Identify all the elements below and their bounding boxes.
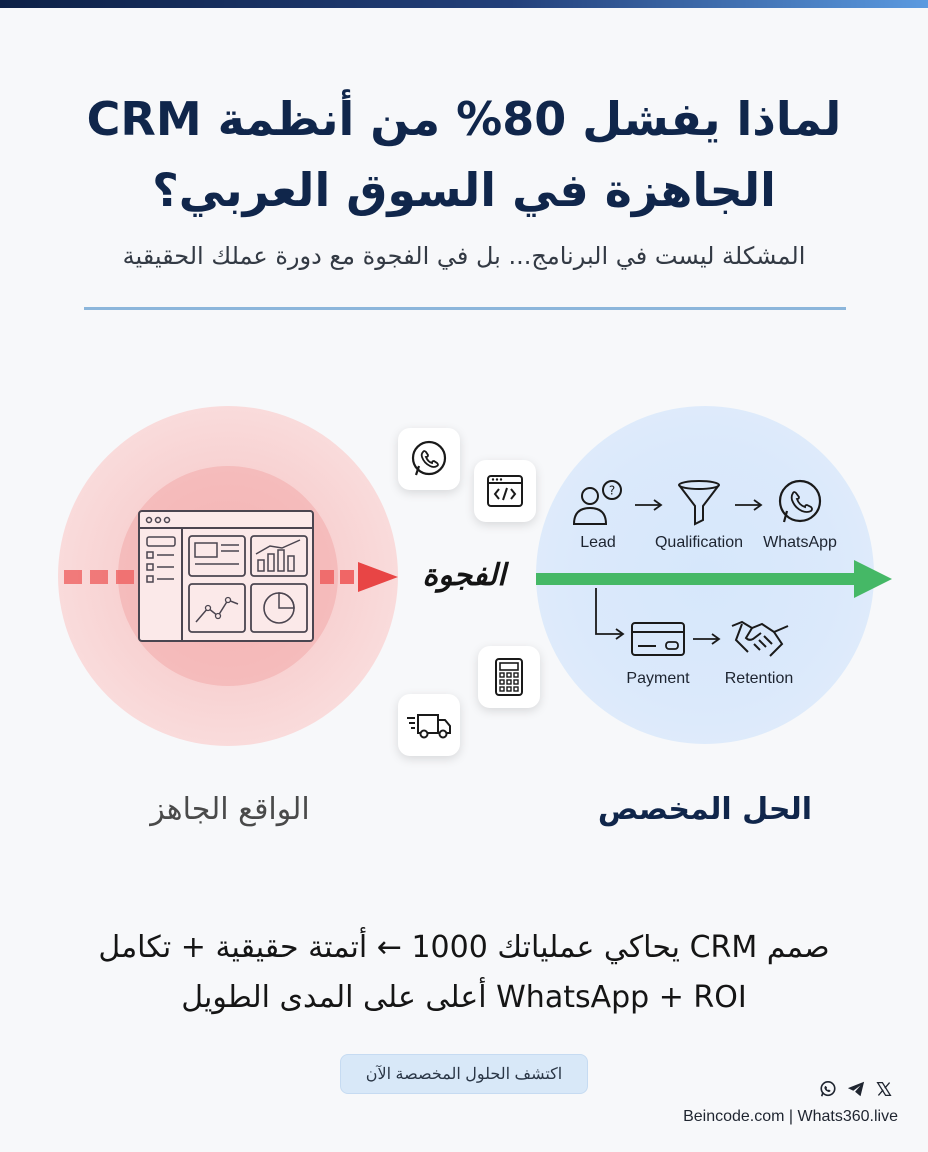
page-subtitle: المشكلة ليست في البرنامج... بل في الفجوة… bbox=[122, 242, 806, 270]
dashboard-icon bbox=[138, 510, 314, 642]
ready-made-caption: الواقع الجاهز bbox=[150, 792, 310, 827]
flow-label-payment: Payment bbox=[626, 670, 690, 687]
flow-arrow-icon bbox=[735, 499, 763, 511]
broken-input-line bbox=[64, 568, 134, 586]
whatsapp-icon bbox=[398, 428, 460, 490]
whatsapp-flow-icon bbox=[778, 479, 822, 523]
delivery-truck-icon bbox=[398, 694, 460, 756]
discover-solutions-button[interactable]: اكتشف الحلول المخصصة الآن bbox=[340, 1054, 588, 1094]
handshake-icon bbox=[731, 620, 789, 657]
social-icons bbox=[818, 1078, 898, 1100]
flow-label-lead: Lead bbox=[580, 534, 616, 551]
credit-card-icon bbox=[631, 622, 685, 656]
page-title-line-2: الجاهزة في السوق العربي؟ bbox=[152, 163, 776, 217]
custom-solution-caption: الحل المخصص bbox=[597, 792, 813, 827]
flow-label-qualification: Qualification bbox=[654, 534, 744, 551]
header-divider bbox=[84, 307, 846, 310]
x-icon[interactable] bbox=[874, 1079, 894, 1099]
green-arrow-icon bbox=[536, 560, 892, 598]
page-title-line-1: لماذا يفشل 80% من أنظمة CRM bbox=[86, 92, 842, 146]
top-accent-bar bbox=[0, 0, 928, 8]
svg-text:?: ? bbox=[609, 484, 615, 498]
code-window-icon bbox=[474, 460, 536, 522]
telegram-icon[interactable] bbox=[846, 1079, 866, 1099]
flow-label-retention: Retention bbox=[724, 670, 794, 687]
calculator-icon bbox=[478, 646, 540, 708]
footer-links[interactable]: Beincode.com | Whats360.live bbox=[683, 1108, 898, 1125]
whatsapp-icon[interactable] bbox=[818, 1079, 838, 1099]
body-line-1: صمم CRM يحاكي عملياتك 1000 ← أتمتة حقيقي… bbox=[98, 930, 830, 965]
red-arrow-icon bbox=[320, 562, 398, 592]
branch-arrow-icon bbox=[595, 588, 625, 640]
flow-arrow-icon bbox=[635, 499, 663, 511]
funnel-icon bbox=[678, 480, 720, 526]
flow-arrow-icon bbox=[693, 633, 721, 645]
body-line-2: WhatsApp + ROI أعلى على المدى الطويل bbox=[181, 980, 747, 1015]
flow-label-whatsapp: WhatsApp bbox=[763, 534, 837, 551]
gap-label: الفجوة bbox=[422, 558, 506, 593]
lead-icon: ? bbox=[572, 480, 622, 525]
